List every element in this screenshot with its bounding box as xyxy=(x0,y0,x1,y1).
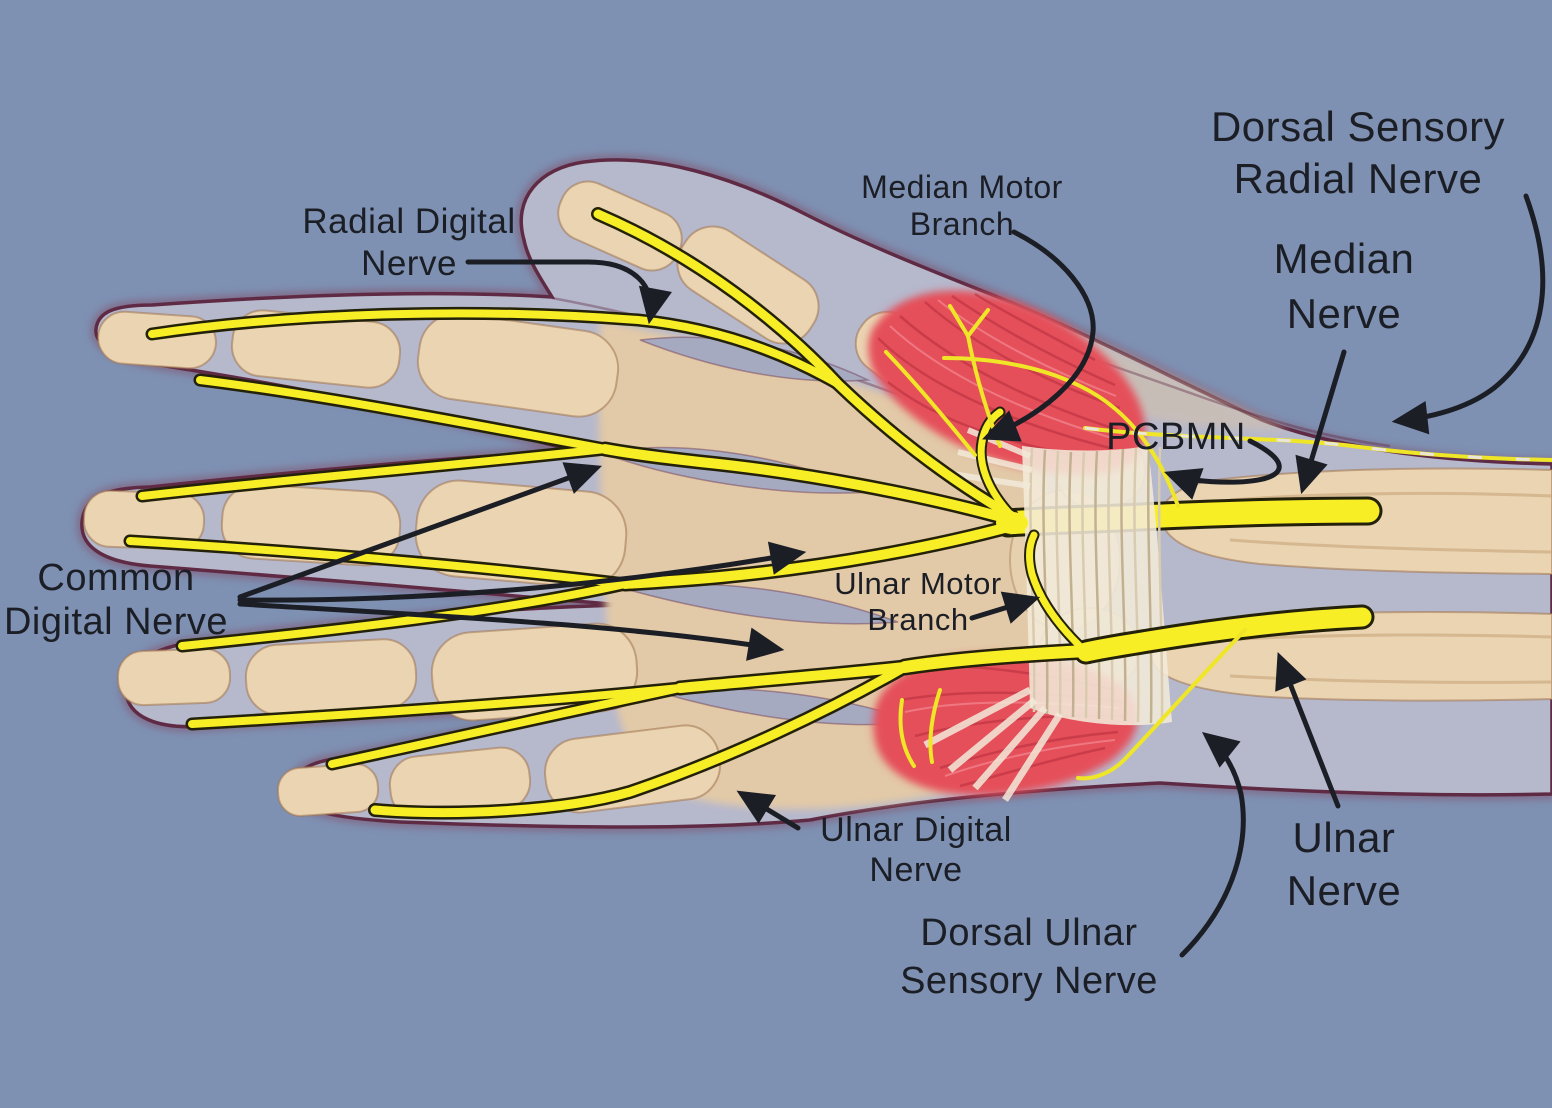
index-phalanges xyxy=(97,310,217,370)
label-dorsal-sensory-radial-nerve: Dorsal Sensory Radial Nerve xyxy=(1210,103,1506,202)
arrow-common-digital-3 xyxy=(237,601,785,661)
annotation-arrows xyxy=(237,193,1546,958)
label-ulnar-digital-nerve: Ulnar Digital Nerve xyxy=(820,811,1012,889)
dorsal-ulnar-sensory-line xyxy=(1076,628,1247,781)
label-pcbmn: PCBMN xyxy=(1106,416,1246,458)
arrow-ulnar-nerve xyxy=(1275,652,1341,809)
pcbmn-line xyxy=(942,356,1180,508)
common-digital-nerve-3 xyxy=(675,662,910,693)
arrow-median-motor xyxy=(982,229,1096,442)
arrow-ulnar-digital xyxy=(736,790,801,831)
label-ulnar-nerve: Ulnar Nerve xyxy=(1286,814,1402,914)
dorsal-sensory-radial-line xyxy=(1083,426,1552,462)
label-median-nerve: Median Nerve xyxy=(1273,235,1415,337)
ulnar-superficial-branch xyxy=(899,645,1092,673)
common-digital-nerve-1 xyxy=(600,444,1017,525)
label-radial-digital-nerve: Radial Digital Nerve xyxy=(302,202,516,283)
arrow-ulnar-motor xyxy=(969,591,1041,624)
arrow-radial-digital xyxy=(465,259,672,325)
thumb-proximal-phalanx xyxy=(676,225,820,345)
arrow-pcbmn xyxy=(1163,438,1282,500)
pinky-phalanges xyxy=(276,763,380,817)
arrow-dorsal-sensory-radial xyxy=(1391,193,1546,435)
ring-phalanges xyxy=(116,647,232,707)
nerve-branches xyxy=(123,207,1552,820)
arrow-common-digital-2 xyxy=(237,541,807,603)
label-dorsal-ulnar-sensory-nerve: Dorsal Ulnar Sensory Nerve xyxy=(900,912,1158,1002)
label-ulnar-motor-branch: Ulnar Motor Branch xyxy=(834,566,1002,637)
ulnar-digital-nerve-line xyxy=(370,662,910,818)
label-common-digital-nerve: Common Digital Nerve xyxy=(3,557,229,643)
radial-digital-nerve-line xyxy=(148,309,842,388)
arrow-median-nerve xyxy=(1295,349,1347,495)
common-digital-nerve-2 xyxy=(620,521,1017,589)
thenar-muscle xyxy=(868,290,1146,476)
arrow-dorsal-ulnar-sensory xyxy=(1179,732,1246,958)
arrow-common-digital-1 xyxy=(237,462,603,600)
ulnar-motor-branch-line xyxy=(1026,531,1090,656)
label-median-motor-branch: Median Motor Branch xyxy=(861,169,1063,242)
